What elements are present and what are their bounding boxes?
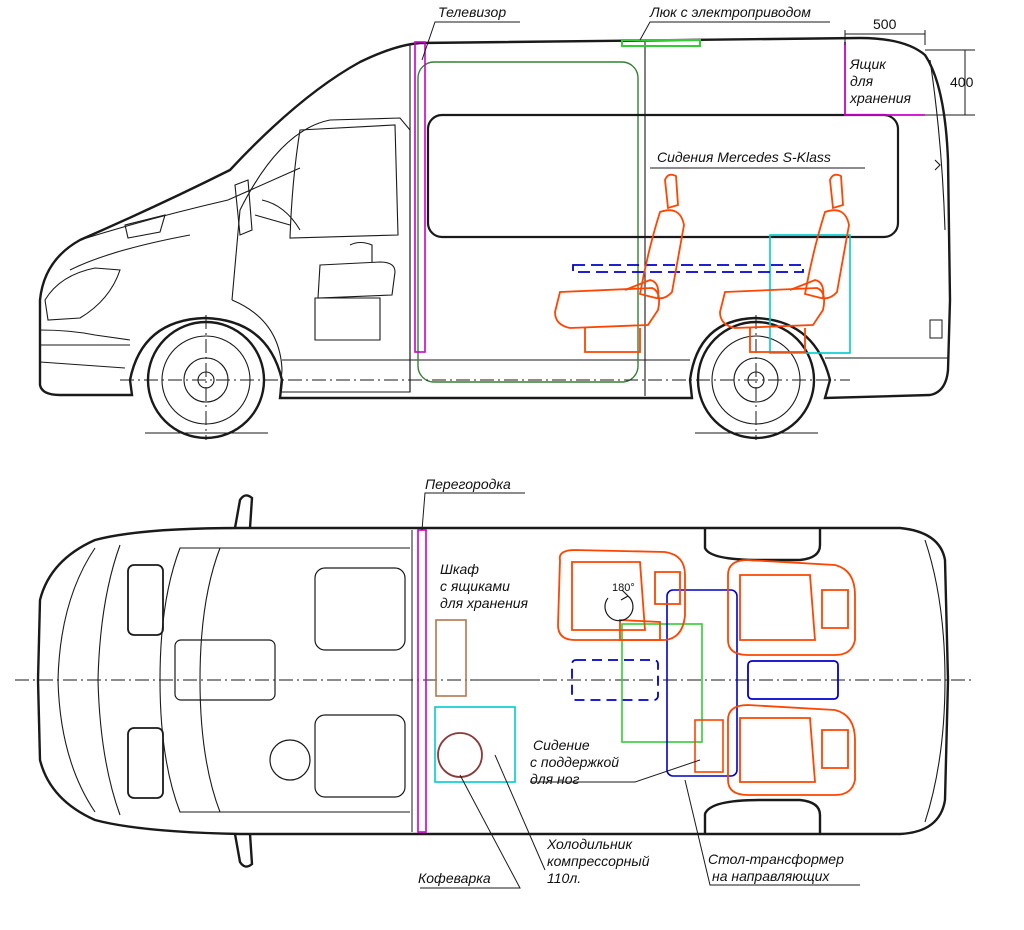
label-fridge-1: Холодильник (546, 836, 633, 852)
label-rotation: 180° (612, 582, 635, 594)
side-grille (124, 214, 166, 239)
top-wheel-well-bottom (703, 798, 822, 834)
top-vent-left (127, 564, 164, 636)
label-fridge-2: компрессорный (547, 853, 650, 869)
top-steering-wheel (269, 739, 311, 781)
side-sill-line (40, 344, 948, 361)
side-rear-pillar (929, 59, 946, 231)
leader-table (684, 779, 860, 886)
top-table-rail-frame (666, 589, 738, 777)
top-wheel-well-top (703, 528, 822, 562)
label-dim-height: 400 (950, 74, 974, 90)
leader-partition (421, 492, 525, 531)
top-view: Перегородка Шкаф с ящиками для хранения … (15, 476, 975, 889)
side-table-rail (572, 264, 804, 273)
top-rear-edge (924, 539, 946, 823)
side-bumper-front (39, 329, 131, 369)
top-vent-right (127, 727, 164, 799)
side-steering (254, 199, 301, 231)
top-dashboard (174, 639, 276, 701)
label-footrest-3: для ног (530, 771, 579, 787)
label-cabinet-3: для хранения (440, 595, 529, 611)
side-view: Телевизор Люк с электроприводом 500 400 … (38, 4, 975, 440)
top-table-solid (747, 660, 839, 700)
leader-coffee (420, 774, 521, 889)
leader-footrest (530, 759, 701, 783)
label-storage-box-3: хранения (849, 90, 912, 106)
top-table-green (621, 623, 703, 743)
label-storage-box-2: для (850, 73, 874, 89)
side-cyan-cabinet (769, 234, 851, 354)
top-coffee-maker (437, 732, 483, 778)
label-dim-length: 500 (873, 16, 897, 32)
top-rotation-arrow (604, 595, 634, 622)
label-footrest-2: с поддержкой (530, 754, 619, 770)
label-footrest-1: Сидение (533, 737, 590, 753)
label-partition: Перегородка (425, 476, 511, 492)
top-table-dashed (571, 659, 659, 701)
top-seat-swivel (557, 549, 686, 641)
side-mirror (234, 179, 253, 236)
top-cab-roof (190, 547, 410, 813)
label-table-2: на направляющих (712, 868, 830, 884)
label-cabinet-1: Шкаф (440, 561, 479, 577)
top-partition (417, 529, 427, 833)
label-table-1: Стол-трансформер (708, 851, 844, 867)
top-footrest-seat (694, 719, 724, 773)
top-mirror-bottom (233, 833, 254, 868)
label-storage-box-1: Ящик (849, 56, 887, 72)
top-cabinet (435, 619, 467, 697)
side-tv-partition (414, 41, 426, 353)
top-seat-rear-top (727, 559, 856, 656)
side-b-pillar (409, 42, 646, 396)
side-front-door (231, 117, 411, 393)
label-coffee-maker: Кофеварка (418, 870, 491, 886)
side-hood-line (69, 167, 301, 271)
leader-fridge (494, 754, 546, 871)
side-sliding-door (417, 61, 639, 383)
top-passenger-seat (314, 714, 406, 798)
side-driver-seat (314, 241, 396, 341)
side-roof-hatch (621, 39, 701, 47)
top-mirror-top (233, 494, 254, 529)
top-body-outline (36, 526, 950, 836)
side-headlight (44, 267, 121, 321)
side-seat-1 (554, 173, 685, 353)
side-passenger-window (426, 113, 900, 239)
label-seats-title: Сидения Mercedes S-Klass (657, 149, 831, 165)
leader-hatch (639, 21, 830, 41)
leader-tv (421, 21, 520, 61)
label-hatch: Люк с электроприводом (649, 4, 811, 20)
top-seat-rear-bottom (727, 704, 856, 796)
label-tv: Телевизор (438, 4, 506, 20)
side-front-window (289, 124, 399, 239)
side-rear-light (929, 319, 943, 339)
top-fridge (434, 706, 516, 783)
label-fridge-3: 110л. (547, 870, 581, 886)
side-body-outline (38, 36, 952, 400)
top-driver-seat (314, 567, 406, 651)
side-storage-box (844, 42, 925, 116)
side-seat-2 (719, 173, 850, 353)
label-cabinet-2: с ящиками (440, 578, 510, 594)
